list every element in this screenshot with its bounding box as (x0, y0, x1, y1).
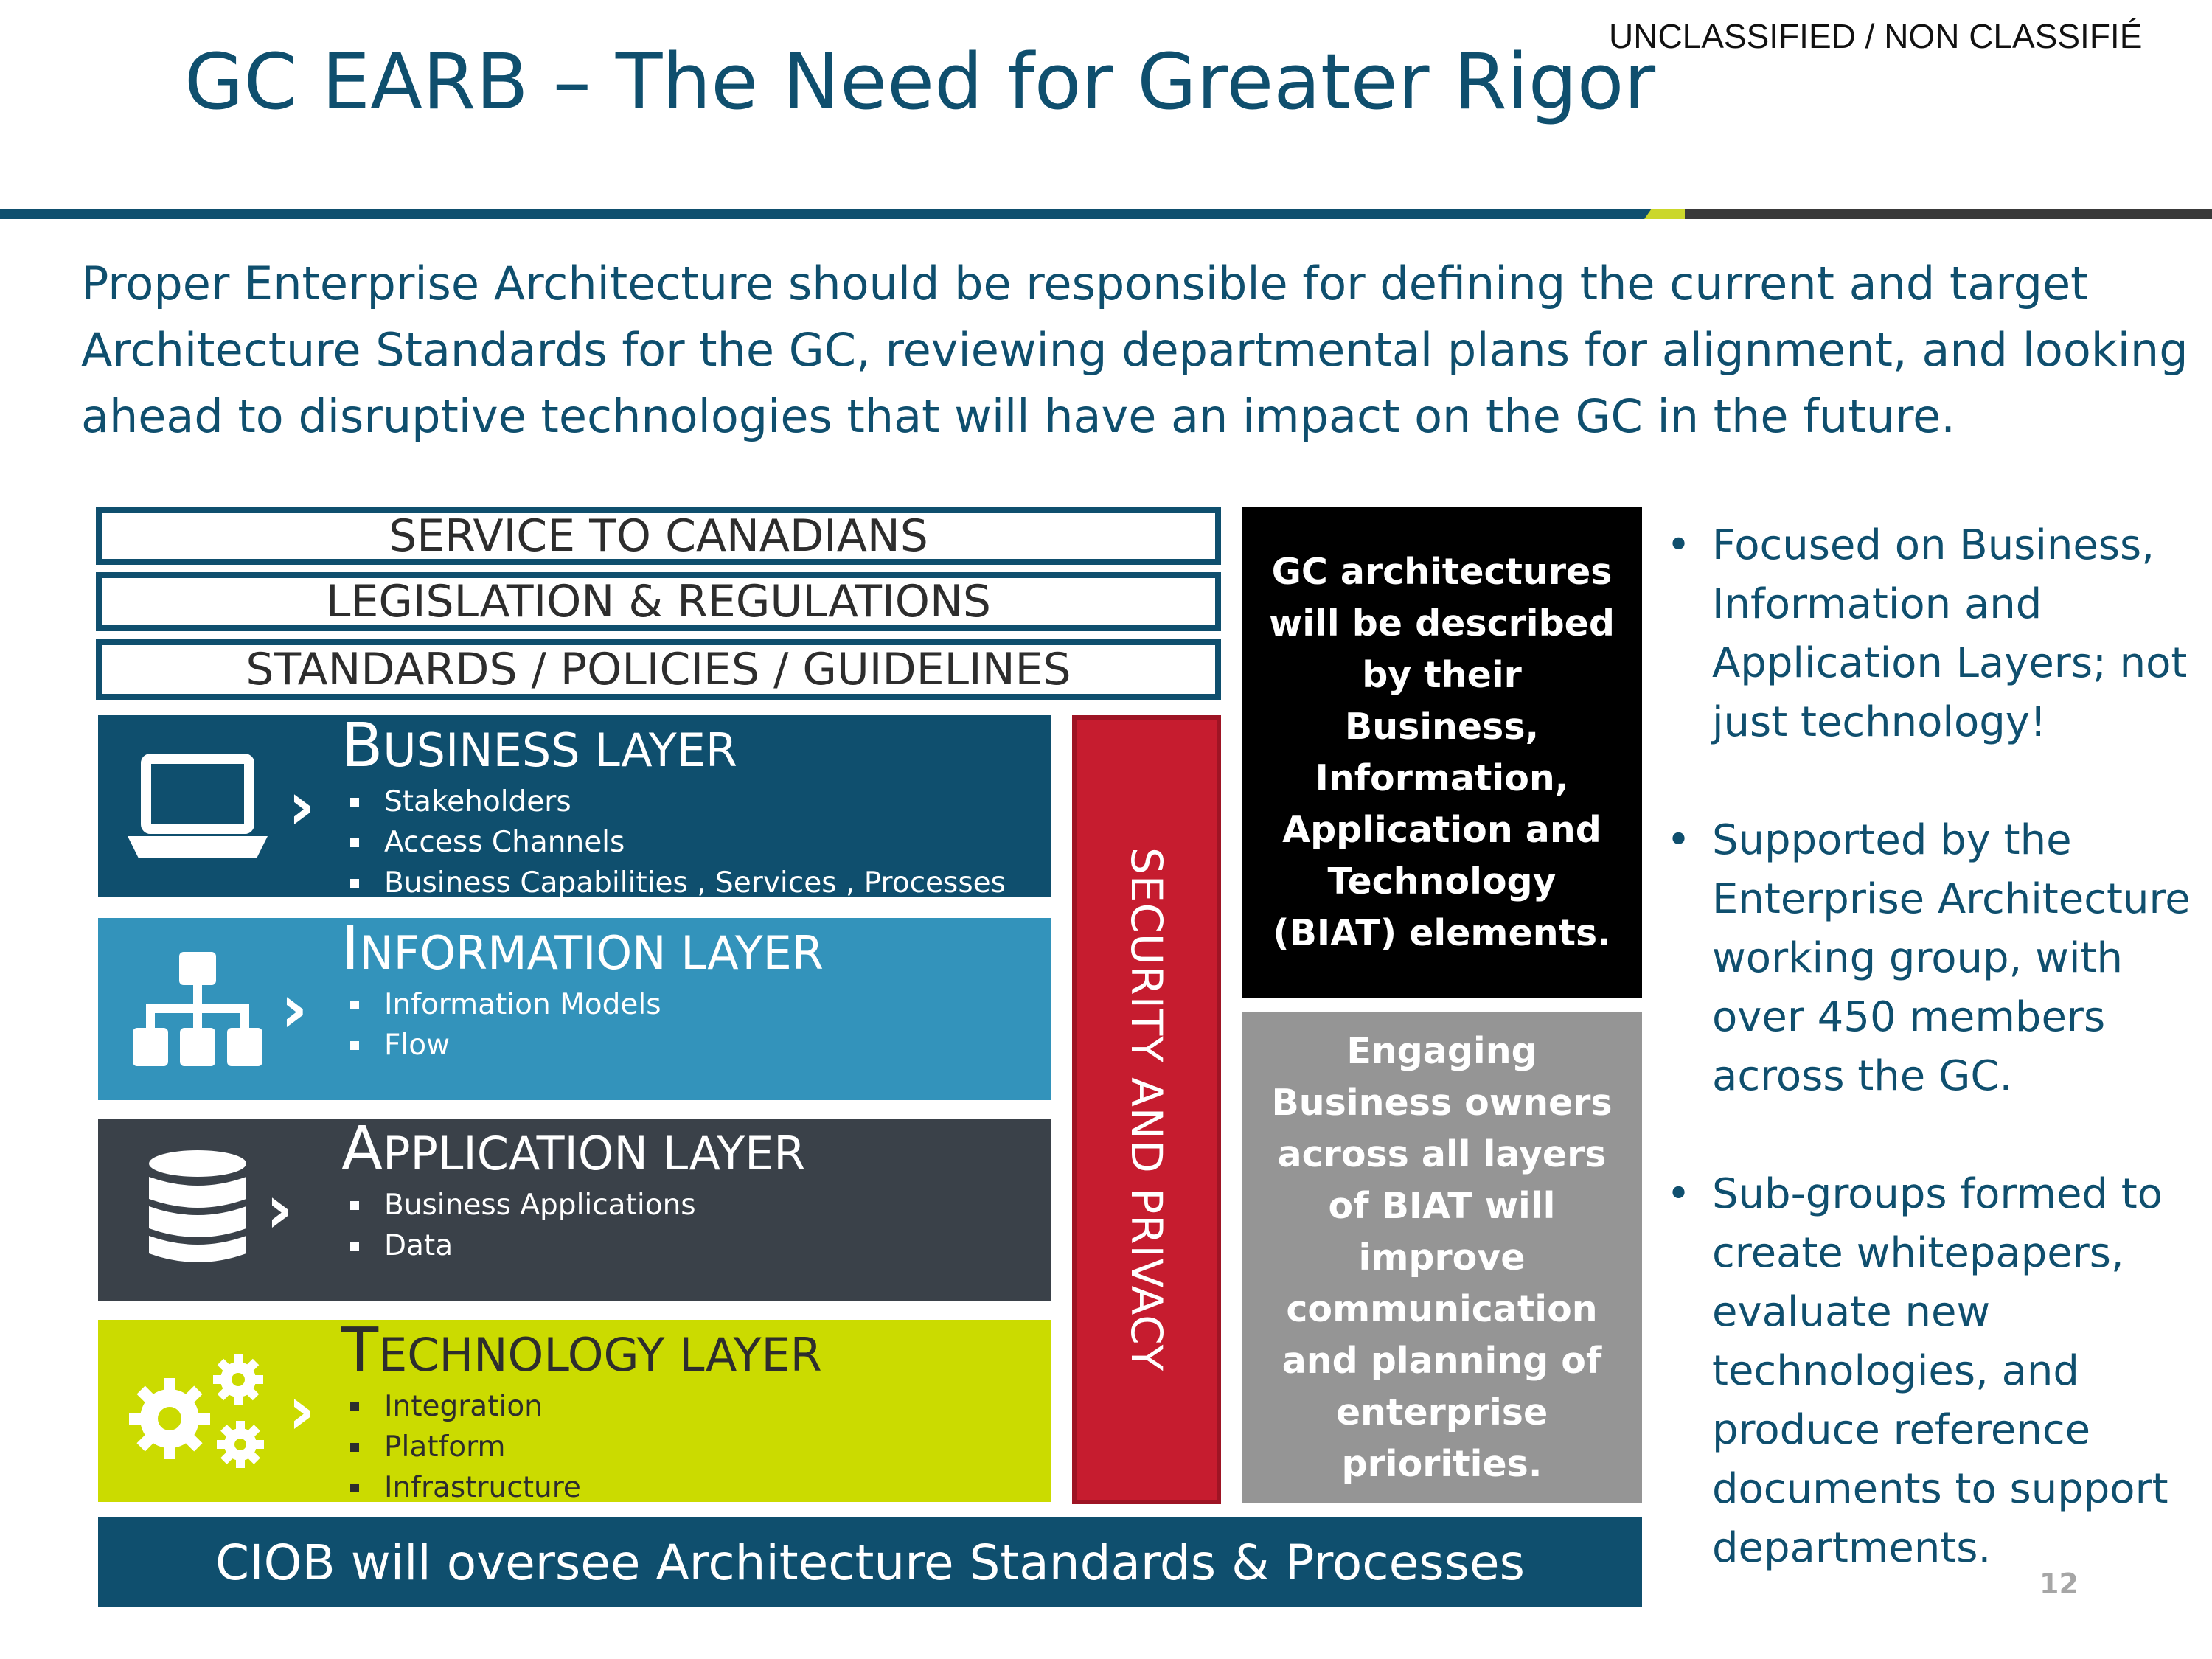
application-layer-icon-area: › (98, 1119, 341, 1301)
intro-text: Proper Enterprise Architecture should be… (81, 257, 2188, 443)
business-layer-title: BUSINESS LAYER (341, 711, 737, 781)
classification-label: UNCLASSIFIED / NON CLASSIFIÉ (1609, 17, 2143, 55)
business-layer-icon-area: › (98, 715, 341, 897)
chevron-right-icon: › (288, 768, 316, 845)
information-layer-body: INFORMATION LAYER Information Models Flo… (341, 918, 1051, 1100)
chevron-right-icon: › (280, 970, 308, 1048)
security-privacy-bar: SECURITY AND PRIVACY (1072, 715, 1221, 1504)
list-item: Supported by the Enterprise Architecture… (1666, 811, 2205, 1106)
application-layer-title: APPLICATION LAYER (341, 1114, 806, 1184)
engagement-box: Engaging Business owners across all laye… (1242, 1012, 1642, 1503)
header-rule-dark (1685, 209, 2212, 219)
technology-layer-icon-area: › (98, 1320, 341, 1502)
biat-description-box: GC architectures will be described by th… (1242, 507, 1642, 998)
technology-layer-title: TECHNOLOGY LAYER (341, 1315, 822, 1385)
chevron-right-icon: › (265, 1171, 293, 1248)
business-layer-items: Stakeholders Access Channels Business Ca… (341, 782, 1051, 903)
slide-title: GC EARB – The Need for Greater Rigor (184, 37, 1656, 127)
list-item: Platform (341, 1427, 1051, 1467)
application-layer-body: APPLICATION LAYER Business Applications … (341, 1119, 1051, 1301)
application-layer-items: Business Applications Data (341, 1185, 1051, 1266)
page-number: 12 (2039, 1568, 2079, 1600)
information-layer-icon-area: › (98, 918, 341, 1100)
business-layer-body: BUSINESS LAYER Stakeholders Access Chann… (341, 711, 1051, 900)
database-icon (149, 1150, 247, 1262)
list-item: Infrastructure (341, 1467, 1051, 1508)
information-layer-items: Information Models Flow (341, 984, 1051, 1065)
chevron-right-icon: › (288, 1372, 316, 1450)
list-item: Access Channels (341, 822, 1051, 863)
laptop-icon (128, 753, 268, 858)
org-chart-icon (133, 952, 263, 1066)
standards-bar: STANDARDS / POLICIES / GUIDELINES (96, 639, 1221, 700)
gears-icon (129, 1354, 265, 1468)
list-item: Information Models (341, 984, 1051, 1025)
list-item: Data (341, 1225, 1051, 1266)
security-privacy-label: SECURITY AND PRIVACY (1121, 847, 1172, 1372)
list-item: Integration (341, 1386, 1051, 1427)
business-layer: › BUSINESS LAYER Stakeholders Access Cha… (98, 711, 1051, 900)
application-layer: › APPLICATION LAYER Business Application… (98, 1119, 1051, 1301)
technology-layer-items: Integration Platform Infrastructure (341, 1386, 1051, 1508)
list-item: Business Applications (341, 1185, 1051, 1225)
ciob-bar: CIOB will oversee Architecture Standards… (98, 1517, 1642, 1607)
technology-layer: › TECHNOLOGY LAYER Integration Platform … (98, 1315, 1051, 1505)
list-item: Flow (341, 1025, 1051, 1065)
list-item: Business Capabilities , Services , Proce… (341, 863, 1051, 903)
information-layer: › INFORMATION LAYER Information Models F… (98, 918, 1051, 1100)
information-layer-title: INFORMATION LAYER (341, 914, 824, 984)
technology-layer-body: TECHNOLOGY LAYER Integration Platform In… (341, 1315, 1051, 1505)
legislation-bar: LEGISLATION & REGULATIONS (96, 572, 1221, 631)
list-item: Sub-groups formed to create whitepapers,… (1666, 1165, 2205, 1578)
service-bar: SERVICE TO CANADIANS (96, 507, 1221, 565)
list-item: Focused on Business, Information and App… (1666, 516, 2205, 752)
bullet-list: Focused on Business, Information and App… (1666, 516, 2205, 1637)
list-item: Stakeholders (341, 782, 1051, 822)
